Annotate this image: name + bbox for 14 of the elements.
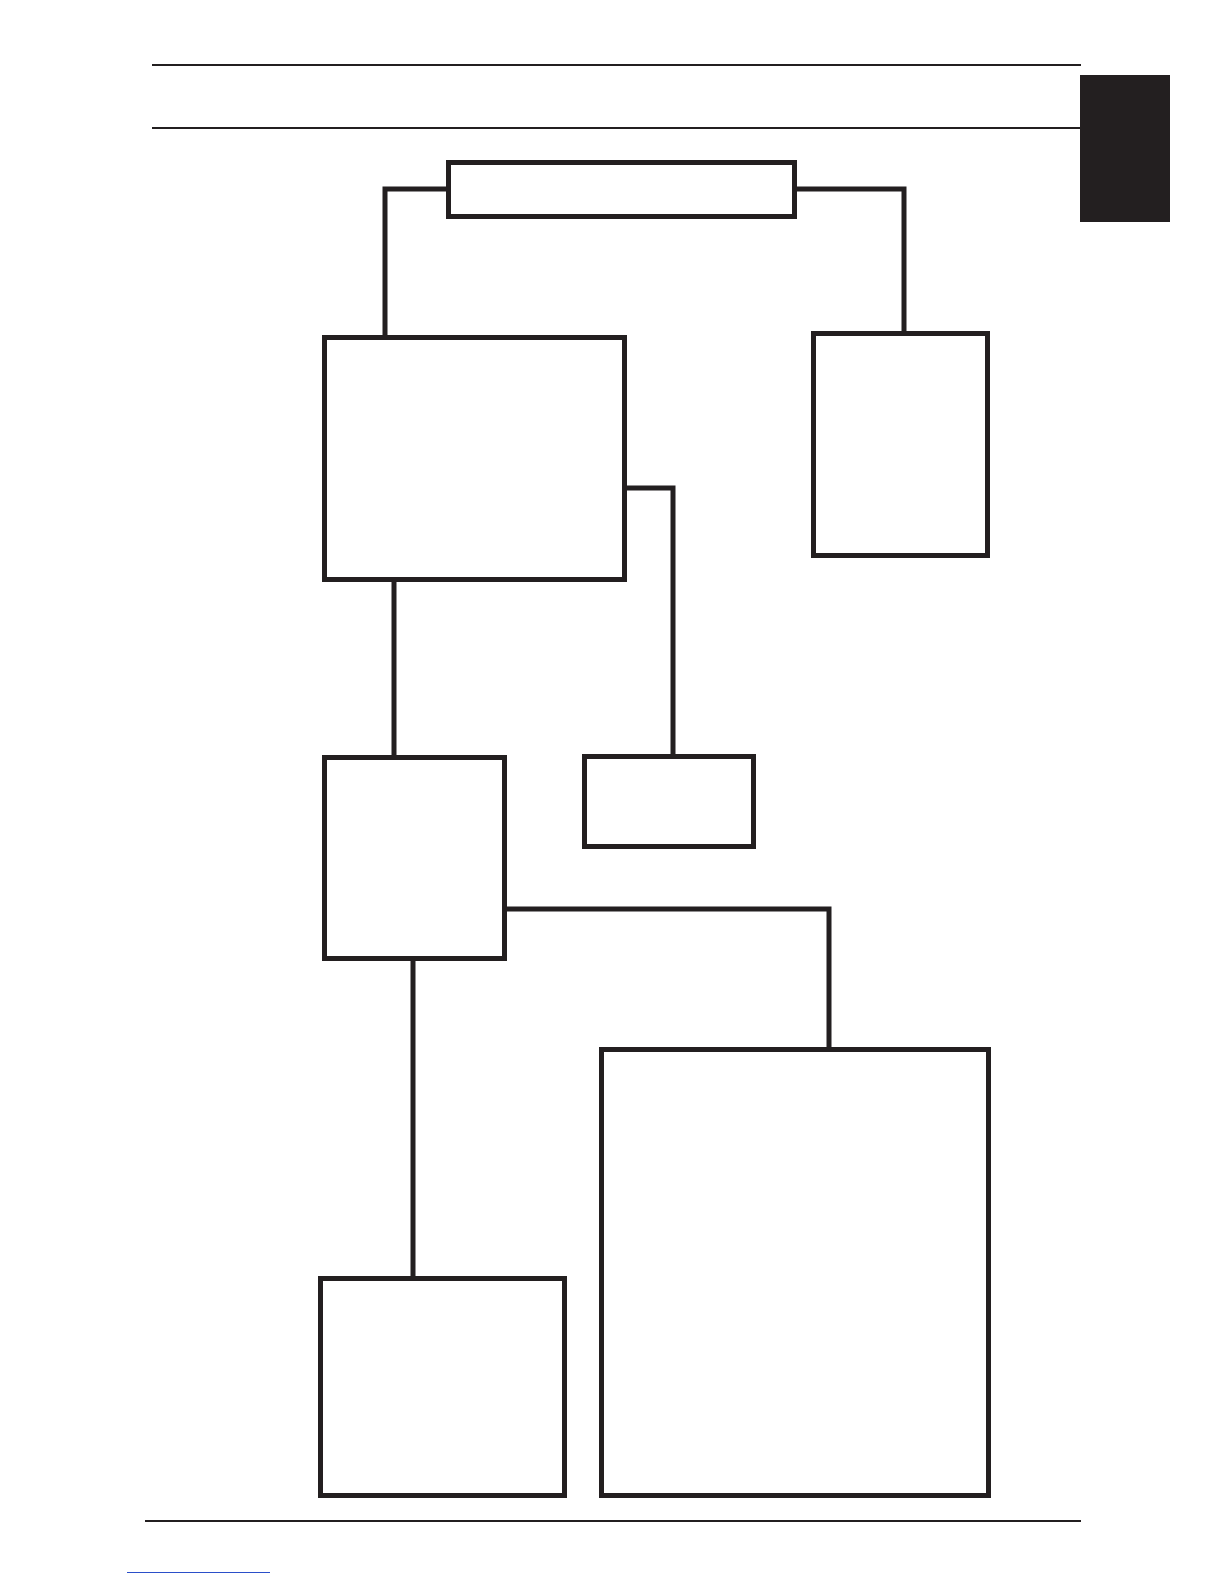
connector-line xyxy=(627,485,676,754)
empty-box xyxy=(599,1047,991,1498)
connector-line xyxy=(391,582,397,755)
empty-box xyxy=(318,1276,567,1498)
connector-line xyxy=(382,186,446,335)
section-tab xyxy=(1080,75,1170,222)
empty-box xyxy=(811,331,990,558)
connector-line xyxy=(410,961,416,1276)
empty-box xyxy=(322,335,627,582)
empty-box xyxy=(322,755,507,961)
connector-line xyxy=(797,186,907,331)
connector-line xyxy=(507,906,832,1047)
empty-box xyxy=(446,160,797,219)
empty-box xyxy=(582,754,756,849)
